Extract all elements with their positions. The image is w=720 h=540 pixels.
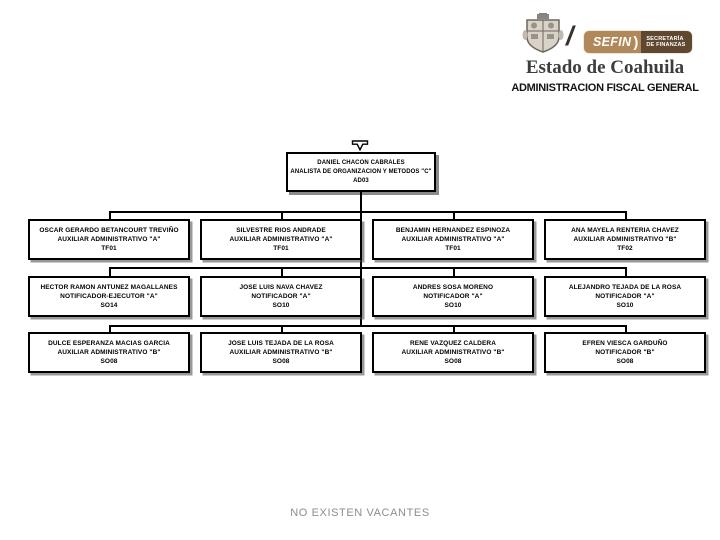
connector-row1-stub4: [625, 211, 627, 219]
person-code: SO08: [616, 358, 634, 365]
person-name: DULCE ESPERANZA MACIAS GARCIA: [48, 340, 170, 347]
org-box-r1c1: OSCAR GERARDO BETANCOURT TREVIÑO AUXILIA…: [28, 219, 190, 260]
page-title: ADMINISTRACION FISCAL GENERAL: [511, 82, 699, 94]
person-code: SO10: [444, 302, 462, 309]
org-box-r2c4: ALEJANDRO TEJADA DE LA ROSA NOTIFICADOR …: [544, 276, 706, 317]
connector-row2-stub4: [625, 267, 627, 276]
person-name: JOSE LUIS TEJADA DE LA ROSA: [228, 340, 334, 347]
connector-row3-stub3: [453, 325, 455, 332]
org-box-r1c4: ANA MAYELA RENTERIA CHAVEZ AUXILIAR ADMI…: [544, 219, 706, 260]
connector-row1-stub1: [109, 211, 111, 219]
org-box-r1c3: BENJAMIN HERNANDEZ ESPINOZA AUXILIAR ADM…: [372, 219, 534, 260]
person-name: RENE VAZQUEZ CALDERA: [409, 340, 497, 347]
person-name: OSCAR GERARDO BETANCOURT TREVIÑO: [39, 227, 179, 234]
person-code: TF01: [445, 245, 461, 252]
person-title: AUXILIAR ADMINISTRATIVO "A": [401, 236, 505, 243]
connector-row2-stub1: [109, 267, 111, 276]
person-code: SO08: [272, 358, 290, 365]
connector-row3-stub2: [281, 325, 283, 332]
person-code: TF01: [273, 245, 289, 252]
person-code: TF02: [617, 245, 633, 252]
connector-row2-stub3: [453, 267, 455, 276]
person-code: TF01: [101, 245, 117, 252]
person-code: AD03: [353, 177, 369, 184]
org-box-r1c2: SILVESTRE RIOS ANDRADE AUXILIAR ADMINIST…: [200, 219, 362, 260]
person-title: AUXILIAR ADMINISTRATIVO "B": [229, 349, 333, 356]
connector-row3-horizontal: [109, 325, 626, 327]
person-name: JOSE LUIS NAVA CHAVEZ: [239, 284, 323, 291]
connector-row1-stub3: [453, 211, 455, 219]
connector-row1-stub2: [281, 211, 283, 219]
person-code: SO08: [444, 358, 462, 365]
connector-row2-stub2: [281, 267, 283, 276]
org-box-r3c3: RENE VAZQUEZ CALDERA AUXILIAR ADMINISTRA…: [372, 332, 534, 373]
person-code: SO10: [616, 302, 634, 309]
connector-row1-horizontal: [109, 211, 626, 213]
person-title: NOTIFICADOR "A": [423, 293, 483, 300]
brand-slash: /: [566, 21, 574, 51]
connector-row3-stub1: [109, 325, 111, 332]
person-title: AUXILIAR ADMINISTRATIVO "B": [401, 349, 505, 356]
person-title: ANALISTA DE ORGANIZACION Y METODOS "C": [290, 168, 432, 175]
person-code: SO08: [100, 358, 118, 365]
person-code: SO10: [272, 302, 290, 309]
org-box-r2c3: ANDRES SOSA MORENO NOTIFICADOR "A" SO10: [372, 276, 534, 317]
org-box-root: DANIEL CHACON CABRALES ANALISTA DE ORGAN…: [286, 152, 436, 192]
vacancies-note: NO EXISTEN VACANTES: [290, 507, 430, 519]
org-box-r2c1: HECTOR RAMON ANTUNEZ MAGALLANES NOTIFICA…: [28, 276, 190, 317]
secretaria-finanzas-label: SECRETARÍA DE FINANZAS: [641, 31, 692, 53]
state-name: Estado de Coahuila: [525, 57, 685, 78]
person-code: SO14: [100, 302, 118, 309]
org-box-r2c2: JOSE LUIS NAVA CHAVEZ NOTIFICADOR "A" SO…: [200, 276, 362, 317]
sefin-logo-label: SEFIN: [584, 31, 634, 53]
person-name: ANDRES SOSA MORENO: [412, 284, 494, 291]
connector-row2-horizontal: [109, 267, 626, 269]
coahuila-coat-of-arms-icon: [522, 13, 564, 53]
person-title: NOTIFICADOR "A": [251, 293, 311, 300]
person-name: EFREN VIESCA GARDUÑO: [582, 340, 668, 347]
connector-row3-stub4: [625, 325, 627, 332]
sefin-logo-divider: ): [633, 31, 642, 53]
org-box-r3c1: DULCE ESPERANZA MACIAS GARCIA AUXILIAR A…: [28, 332, 190, 373]
person-title: AUXILIAR ADMINISTRATIVO "A": [229, 236, 333, 243]
sefin-logo: SEFIN ) SECRETARÍA DE FINANZAS: [584, 31, 692, 53]
secretaria-line1: SECRETARÍA: [646, 35, 684, 42]
person-name: ANA MAYELA RENTERIA CHAVEZ: [571, 227, 679, 234]
person-name: HECTOR RAMON ANTUNEZ MAGALLANES: [40, 284, 178, 291]
secretaria-line2: DE FINANZAS: [646, 42, 686, 48]
org-box-r3c4: EFREN VIESCA GARDUÑO NOTIFICADOR "B" SO0…: [544, 332, 706, 373]
person-name: BENJAMIN HERNANDEZ ESPINOZA: [395, 227, 511, 234]
connector-anchor-icon: [351, 140, 369, 151]
person-title: AUXILIAR ADMINISTRATIVO "A": [57, 236, 161, 243]
header-brand: / SEFIN ) SECRETARÍA DE FINANZAS Estado …: [500, 8, 710, 103]
person-name: SILVESTRE RIOS ANDRADE: [236, 227, 326, 234]
person-title: AUXILIAR ADMINISTRATIVO "B": [573, 236, 677, 243]
org-box-r3c2: JOSE LUIS TEJADA DE LA ROSA AUXILIAR ADM…: [200, 332, 362, 373]
person-title: NOTIFICADOR "B": [595, 349, 655, 356]
person-name: ALEJANDRO TEJADA DE LA ROSA: [568, 284, 682, 291]
person-title: NOTIFICADOR "A": [595, 293, 655, 300]
person-name: DANIEL CHACON CABRALES: [317, 159, 405, 166]
person-title: NOTIFICADOR-EJECUTOR "A": [60, 293, 158, 300]
person-title: AUXILIAR ADMINISTRATIVO "B": [57, 349, 161, 356]
